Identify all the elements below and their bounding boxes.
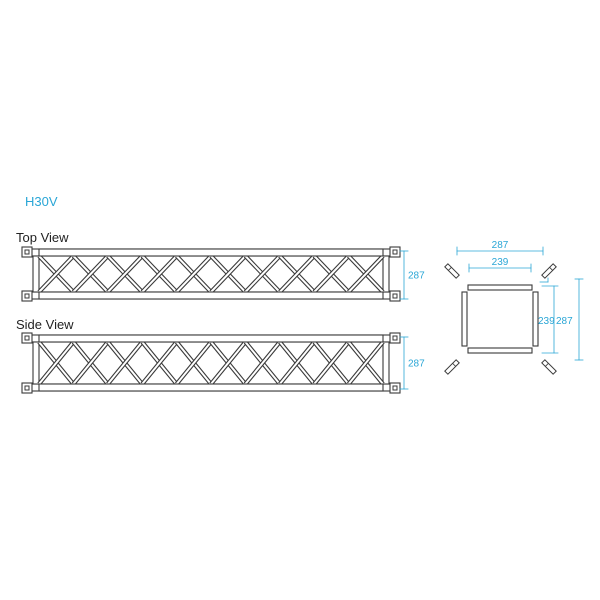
diagonal-brace: [347, 255, 384, 293]
top-view-height-dimension: 287: [408, 271, 425, 282]
coupler-body: [541, 359, 557, 375]
coupler-pin: [392, 249, 398, 255]
diagonal-brace: [175, 341, 212, 385]
diagonal-brace: [210, 255, 247, 293]
section-left-member: [461, 291, 468, 347]
diagonal-brace: [107, 341, 143, 385]
diagonal-brace: [279, 255, 315, 293]
coupler-pin: [392, 335, 398, 341]
diagonal-brace: [107, 255, 143, 293]
diagonal-brace: [141, 341, 178, 385]
coupler-pin: [24, 335, 30, 341]
top-view-title: Top View: [16, 230, 69, 245]
section-top-member: [467, 284, 533, 291]
diagonal-brace: [38, 341, 75, 385]
end-post-left: [32, 255, 40, 293]
diagonal-brace: [175, 255, 212, 293]
coupler-mark: [452, 363, 456, 367]
top-view-truss: [21, 246, 401, 302]
coupler-pin: [392, 293, 398, 299]
corner-coupler: [444, 263, 460, 279]
top-chord-overlay: [38, 334, 384, 343]
model-title: H30V: [25, 194, 58, 209]
diagonal-brace: [313, 255, 350, 293]
section-outer-width-dimension: 287: [492, 240, 509, 251]
corner-coupler: [541, 359, 557, 375]
diagonal-brace: [279, 341, 315, 385]
coupler-body: [444, 359, 460, 375]
corner-coupler: [444, 359, 460, 375]
top-chord-overlay: [38, 248, 384, 257]
cross-section-view: [444, 263, 557, 375]
diagonal-brace: [347, 341, 384, 385]
coupler-pin: [392, 385, 398, 391]
section-inner-width-dimension: 239: [492, 257, 509, 268]
corner-coupler: [541, 263, 557, 279]
diagonal-brace: [38, 255, 75, 293]
side-view-truss: [21, 332, 401, 394]
section-inner-height-dimension: 239: [538, 316, 555, 327]
diagonal-brace: [141, 255, 178, 293]
end-post-right: [382, 255, 390, 293]
section-outer-height-dimension: 287: [556, 316, 573, 327]
diagonal-brace: [72, 341, 109, 385]
diagonal-brace: [210, 341, 247, 385]
diagonal-brace: [244, 255, 281, 293]
coupler-body: [541, 263, 557, 279]
coupler-body: [444, 263, 460, 279]
coupler-mark: [549, 267, 553, 271]
side-view-height-dimension: 287: [408, 359, 425, 370]
end-post-left: [32, 341, 40, 385]
diagonal-brace: [313, 341, 350, 385]
bottom-chord-overlay: [38, 383, 384, 392]
end-post-right: [382, 341, 390, 385]
coupler-mark: [545, 363, 549, 367]
bottom-chord-overlay: [38, 291, 384, 300]
section-right-member: [532, 291, 539, 347]
diagonal-brace: [72, 255, 109, 293]
section-bottom-member: [467, 347, 533, 354]
coupler-pin: [24, 249, 30, 255]
coupler-pin: [24, 293, 30, 299]
diagonal-brace: [244, 341, 281, 385]
side-view-title: Side View: [16, 317, 74, 332]
coupler-pin: [24, 385, 30, 391]
coupler-mark: [448, 267, 452, 271]
